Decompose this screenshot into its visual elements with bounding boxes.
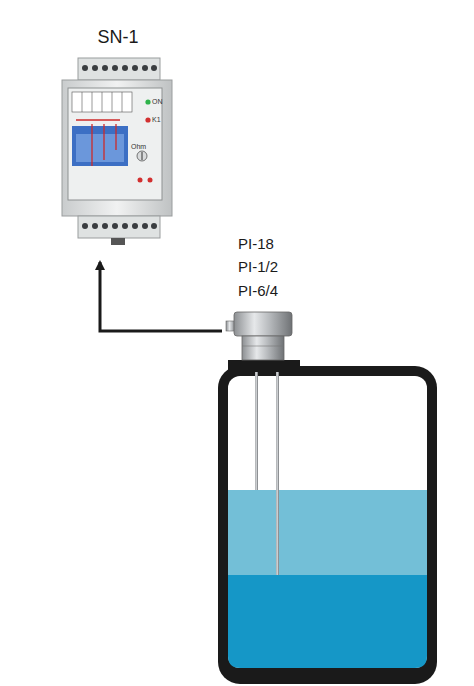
knob-label: Ohm	[131, 143, 146, 150]
relay-module	[62, 58, 172, 245]
tank	[218, 360, 437, 684]
relay-module-node: SN-1	[55, 22, 181, 262]
module-title: SN-1	[55, 28, 181, 48]
sensor-model: PI-6/4	[238, 283, 278, 300]
sensor-model: PI-18	[238, 236, 274, 253]
led-label: ON	[152, 98, 163, 105]
sensor-node: PI-18PI-1/2PI-6/4	[222, 236, 302, 368]
sensor-model: PI-1/2	[238, 259, 278, 276]
sensor-head	[226, 312, 292, 360]
probe-rods	[255, 372, 279, 575]
led-label: K1	[152, 116, 161, 123]
signal-arrow	[100, 262, 222, 331]
